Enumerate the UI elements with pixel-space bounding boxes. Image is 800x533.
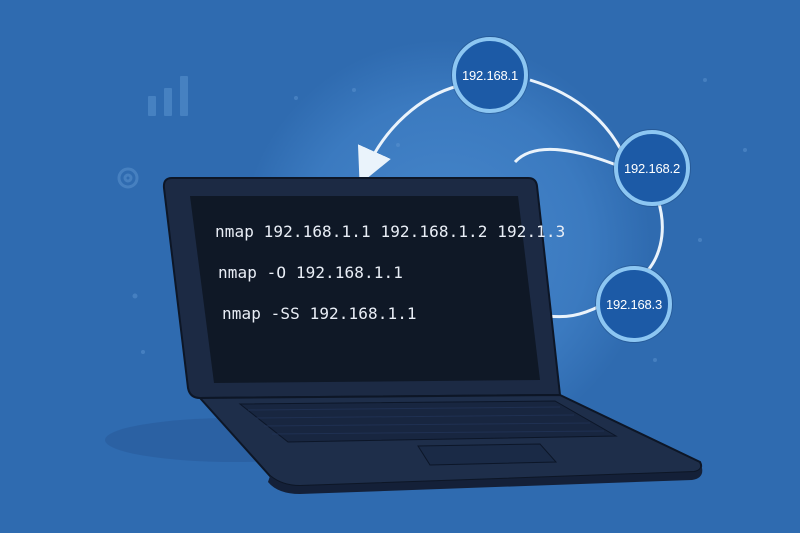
gear-icon — [117, 167, 139, 189]
network-node-3-label: 192.168.3 — [605, 296, 663, 312]
decor-dots — [132, 78, 747, 362]
network-node-icon: 192.168.1 — [452, 37, 528, 113]
network-node-2-label: 192.168.2 — [623, 160, 681, 176]
network-node-1-label: 192.168.1 — [461, 67, 519, 83]
keyboard-keys — [247, 406, 605, 435]
arrow-icon — [357, 84, 459, 185]
connector-loop — [513, 147, 625, 170]
network-node-icon: 192.168.2 — [614, 130, 690, 206]
laptop-icon — [162, 177, 703, 494]
bar-chart-icon — [148, 76, 188, 116]
laptop-screen — [190, 196, 540, 383]
touchpad — [417, 443, 558, 466]
terminal-line-1: nmap 192.168.1.1 192.168.1.2 192.1.3 — [215, 222, 566, 241]
laptop-base-front — [268, 462, 703, 494]
terminal-line-3: nmap -SS 192.168.1.1 — [222, 304, 417, 323]
network-node-icon: 192.168.3 — [596, 266, 672, 342]
terminal-line-2: nmap -O 192.168.1.1 — [218, 263, 403, 282]
